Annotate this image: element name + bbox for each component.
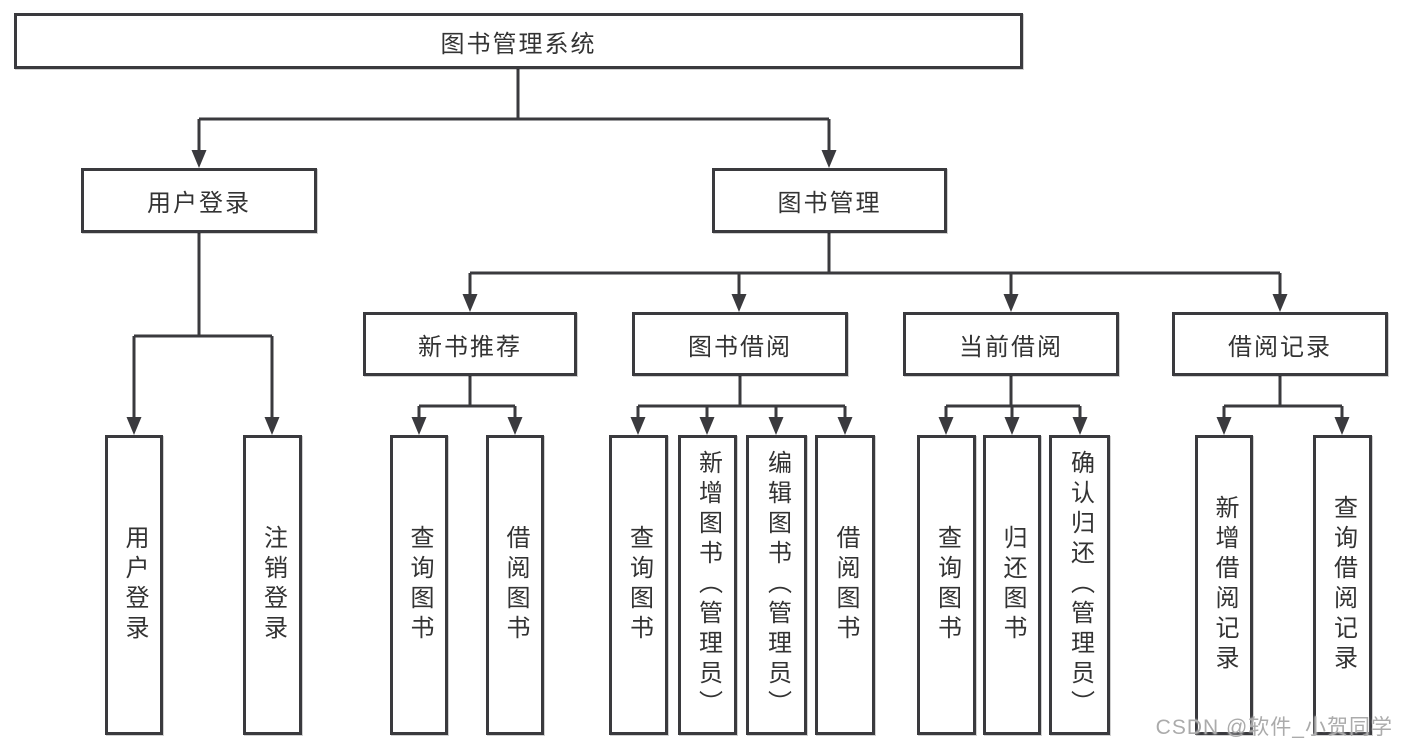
leaf-logout: 注销登录 [243,435,302,735]
leaf-borrow-books-recommend: 借阅图书 [486,435,544,735]
node-label: 查询图书 [625,525,653,645]
node-label: 图书借阅 [688,333,792,361]
node-label: 查询借阅记录 [1329,495,1357,675]
node-label: 图书管理系统 [440,30,597,58]
node-label: 借阅图书 [832,525,859,645]
leaf-search-books-recommend: 查询图书 [390,435,448,735]
connector-borrowing-records-children [1216,376,1350,435]
node-label: 查询图书 [406,525,433,645]
node-label: 新书推荐 [418,333,522,361]
node-label: 借阅记录 [1228,333,1332,361]
node-book-borrowing: 图书借阅 [632,312,848,376]
leaf-confirm-return-admin: 确认归还（管理员） [1049,435,1110,735]
node-label: 图书管理 [777,190,882,217]
leaf-add-borrow-record: 新增借阅记录 [1195,435,1253,735]
connector-book-borrowing-children [630,376,853,435]
connector-new-book-children [411,376,523,435]
connector-book-management-to-level3 [462,233,1288,312]
node-root-library-system: 图书管理系统 [14,13,1023,69]
node-label: 用户登录 [147,190,251,217]
node-new-book-recommend: 新书推荐 [363,312,577,376]
node-label: 注销登录 [259,525,287,645]
connector-root-to-level2 [191,69,837,168]
leaf-add-books-admin: 新增图书（管理员） [678,435,737,735]
leaf-borrow-books: 借阅图书 [815,435,875,735]
node-label: 当前借阅 [959,333,1063,361]
leaf-search-books-current: 查询图书 [917,435,976,735]
node-book-management: 图书管理 [712,168,947,233]
connector-user-login-children [126,233,280,435]
node-label: 新增借阅记录 [1211,495,1238,675]
csdn-watermark: CSDN @软件_小贺同学 [1155,716,1393,739]
leaf-search-books-borrowing: 查询图书 [609,435,668,735]
leaf-return-books: 归还图书 [983,435,1041,735]
node-label: 归还图书 [999,525,1026,645]
leaf-search-borrow-record: 查询借阅记录 [1313,435,1372,735]
node-label: 借阅图书 [502,525,529,645]
leaf-user-login: 用户登录 [105,435,163,735]
leaf-edit-books-admin: 编辑图书（管理员） [746,435,807,735]
node-user-login: 用户登录 [81,168,317,233]
node-label: 用户登录 [121,525,148,645]
node-current-borrowing: 当前借阅 [903,312,1119,376]
node-label: 确认归还（管理员） [1066,450,1094,720]
node-label: 新增图书（管理员） [694,450,722,720]
node-label: 编辑图书（管理员） [763,450,791,720]
connector-current-borrowing-children [938,376,1088,435]
node-label: 查询图书 [933,525,961,645]
node-borrowing-records: 借阅记录 [1172,312,1388,376]
